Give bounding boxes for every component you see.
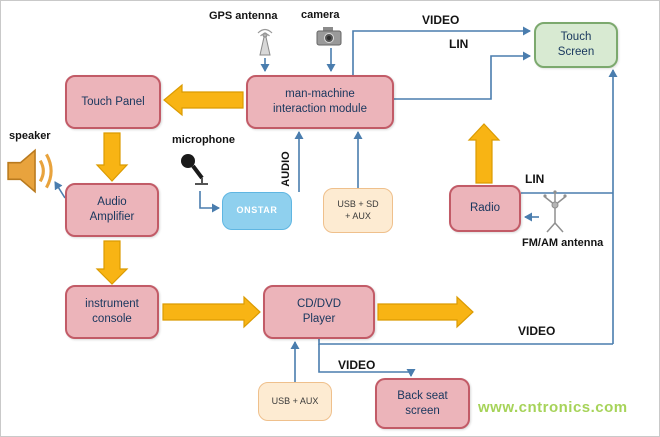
- label-video-top: VIDEO: [422, 13, 460, 27]
- label-video-bottom: VIDEO: [338, 358, 376, 372]
- watermark: www.cntronics.com: [478, 399, 628, 416]
- edge-mmi-video-to-touchscreen: [352, 26, 531, 75]
- node-touch-screen: Touch Screen: [534, 22, 618, 68]
- edge-cddvd-video-to-backseat: [318, 344, 416, 377]
- block-arrow-radio-to-mmi: [467, 123, 501, 184]
- node-cd-dvd-player: CD/DVD Player: [263, 285, 375, 339]
- node-back-seat-screen: Back seat screen: [375, 378, 470, 429]
- label-speaker: speaker: [9, 130, 51, 142]
- node-instrument-console: instrument console: [65, 285, 159, 339]
- microphone-icon: [178, 150, 208, 188]
- edge-mic-to-onstar: [199, 191, 220, 213]
- label-audio-vertical: AUDIO: [280, 151, 292, 187]
- node-radio: Radio: [449, 185, 521, 232]
- label-video-right: VIDEO: [518, 324, 556, 338]
- block-arrow-mmi-to-touchpanel: [163, 83, 244, 117]
- edge-amp-to-speaker: [54, 181, 66, 199]
- block-arrow-console-to-cddvd: [162, 295, 261, 329]
- label-gps-antenna: GPS antenna: [209, 10, 278, 22]
- label-camera: camera: [301, 9, 340, 21]
- edge-cddvd-video-to-rail: [318, 339, 613, 345]
- label-lin-top: LIN: [449, 37, 469, 51]
- node-touch-panel: Touch Panel: [65, 75, 161, 129]
- node-man-machine-interaction-module: man-machine interaction module: [246, 75, 394, 129]
- camera-icon: [316, 25, 342, 47]
- edge-mmi-lin-to-touchscreen: [394, 51, 531, 100]
- block-arrow-touchpanel-to-amp: [95, 132, 129, 182]
- speaker-icon: [6, 144, 62, 198]
- node-onstar: ONSTAR: [222, 192, 292, 230]
- label-fm-am-antenna: FM/AM antenna: [522, 237, 604, 249]
- fm-am-antenna-icon: [537, 189, 573, 235]
- label-microphone: microphone: [172, 134, 235, 146]
- label-lin-right: LIN: [525, 172, 545, 186]
- node-audio-amplifier: Audio Amplifier: [65, 183, 159, 237]
- node-usb-sd-aux: USB + SD + AUX: [323, 188, 393, 233]
- gps-antenna-icon: [253, 25, 277, 57]
- node-usb-aux: USB + AUX: [258, 382, 332, 421]
- block-arrow-amp-to-console: [95, 240, 129, 285]
- block-arrow-cddvd-to-radio: [377, 295, 474, 329]
